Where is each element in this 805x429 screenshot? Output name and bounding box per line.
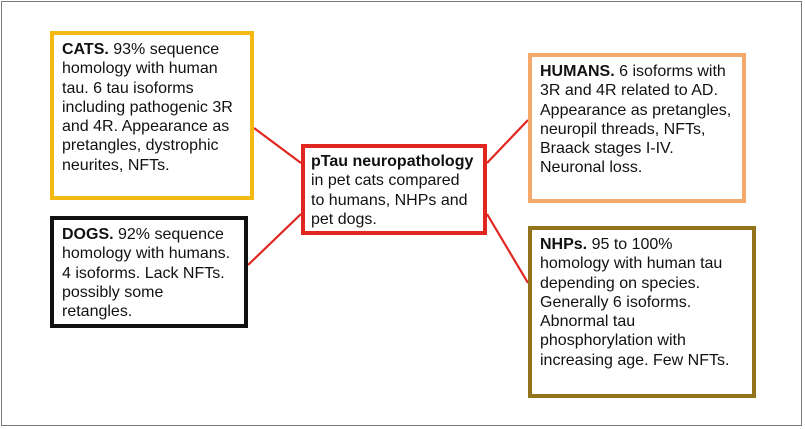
nhps-text: 95 to 100% homology with human tau depen… xyxy=(540,236,730,369)
cats-title: CATS. xyxy=(62,41,109,58)
humans-box: HUMANS. 6 isoforms with 3R and 4R relate… xyxy=(528,53,746,203)
connector-nhps xyxy=(486,213,529,284)
cats-box: CATS. 93% sequence homology with human t… xyxy=(50,31,254,200)
connector-cats xyxy=(253,127,302,164)
cats-text: 93% sequence homology with human tau. 6 … xyxy=(62,41,233,174)
nhps-title: NHPs. xyxy=(540,236,588,253)
dogs-title: DOGS. xyxy=(62,226,114,243)
center-title: pTau neuropathology xyxy=(311,153,474,170)
center-text: in pet cats compared to humans, NHPs and… xyxy=(311,172,468,228)
connector-dogs xyxy=(247,213,302,266)
dogs-text: 92% sequence homology with humans. 4 iso… xyxy=(62,226,231,321)
humans-title: HUMANS. xyxy=(540,63,615,80)
connector-humans xyxy=(486,119,529,164)
nhps-box: NHPs. 95 to 100% homology with human tau… xyxy=(528,226,756,398)
dogs-box: DOGS. 92% sequence homology with humans.… xyxy=(50,216,248,328)
center-box: pTau neuropathology in pet cats compared… xyxy=(301,144,487,235)
humans-text: 6 isoforms with 3R and 4R related to AD.… xyxy=(540,63,732,177)
